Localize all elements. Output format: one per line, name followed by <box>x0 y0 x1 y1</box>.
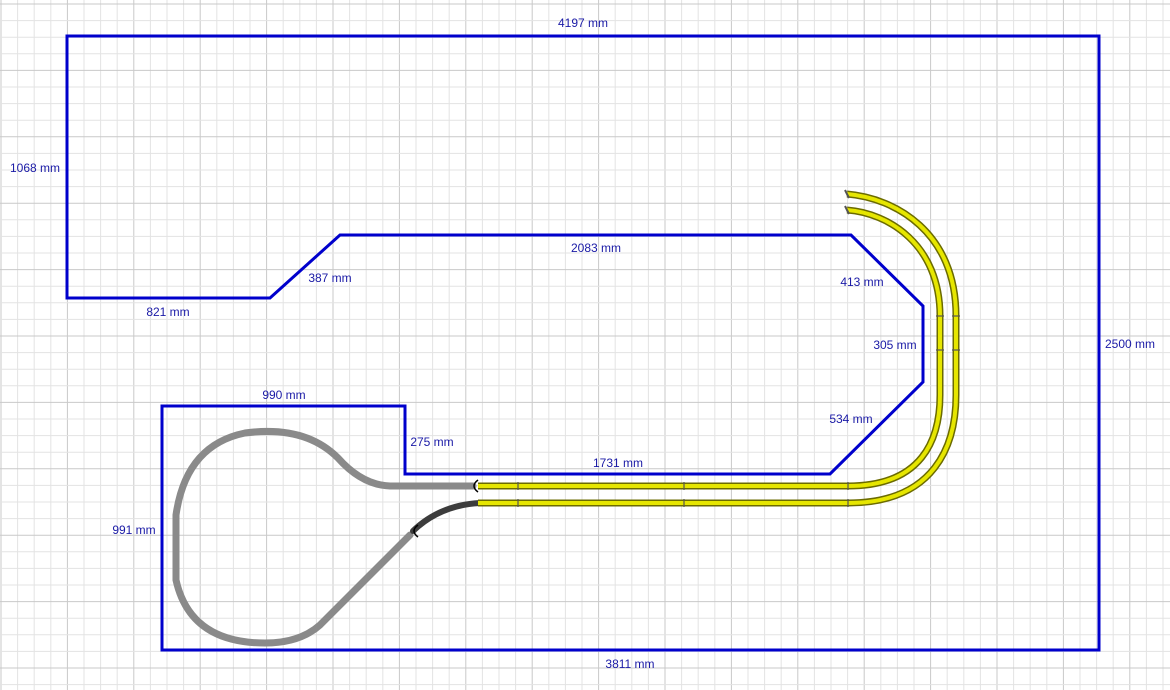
track-joints <box>517 315 960 507</box>
dim-diagonal-right-upper: 413 mm <box>840 275 883 289</box>
track-end-connector-lower[interactable] <box>413 524 419 538</box>
grey-loop-track[interactable] <box>172 427 477 647</box>
dim-diagonal-left: 387 mm <box>308 271 351 285</box>
dim-loop-box-left: 991 mm <box>112 523 155 537</box>
dim-bottom-width: 3811 mm <box>605 657 654 671</box>
dim-left-height: 1068 mm <box>10 161 60 175</box>
track-end-outer[interactable] <box>844 205 850 215</box>
dim-inner-bottom-edge: 1731 mm <box>593 456 643 470</box>
outer-yellow-track[interactable] <box>478 206 944 490</box>
dim-loop-box-step: 275 mm <box>410 435 453 449</box>
track-end-inner[interactable] <box>844 189 850 199</box>
dim-loop-box-top: 990 mm <box>262 388 305 402</box>
dark-curved-track[interactable] <box>410 500 483 534</box>
dim-right-inner-edge: 305 mm <box>873 338 916 352</box>
dim-right-height: 2500 mm <box>1105 337 1155 351</box>
inner-yellow-track[interactable] <box>478 190 960 507</box>
board-outline[interactable] <box>65 34 1101 652</box>
dim-inner-top-edge: 2083 mm <box>571 241 621 255</box>
dim-left-lower-edge: 821 mm <box>146 305 189 319</box>
dim-top-width: 4197 mm <box>558 16 608 30</box>
dim-diagonal-right-lower: 534 mm <box>829 412 872 426</box>
track-end-connector-upper[interactable] <box>473 479 479 493</box>
